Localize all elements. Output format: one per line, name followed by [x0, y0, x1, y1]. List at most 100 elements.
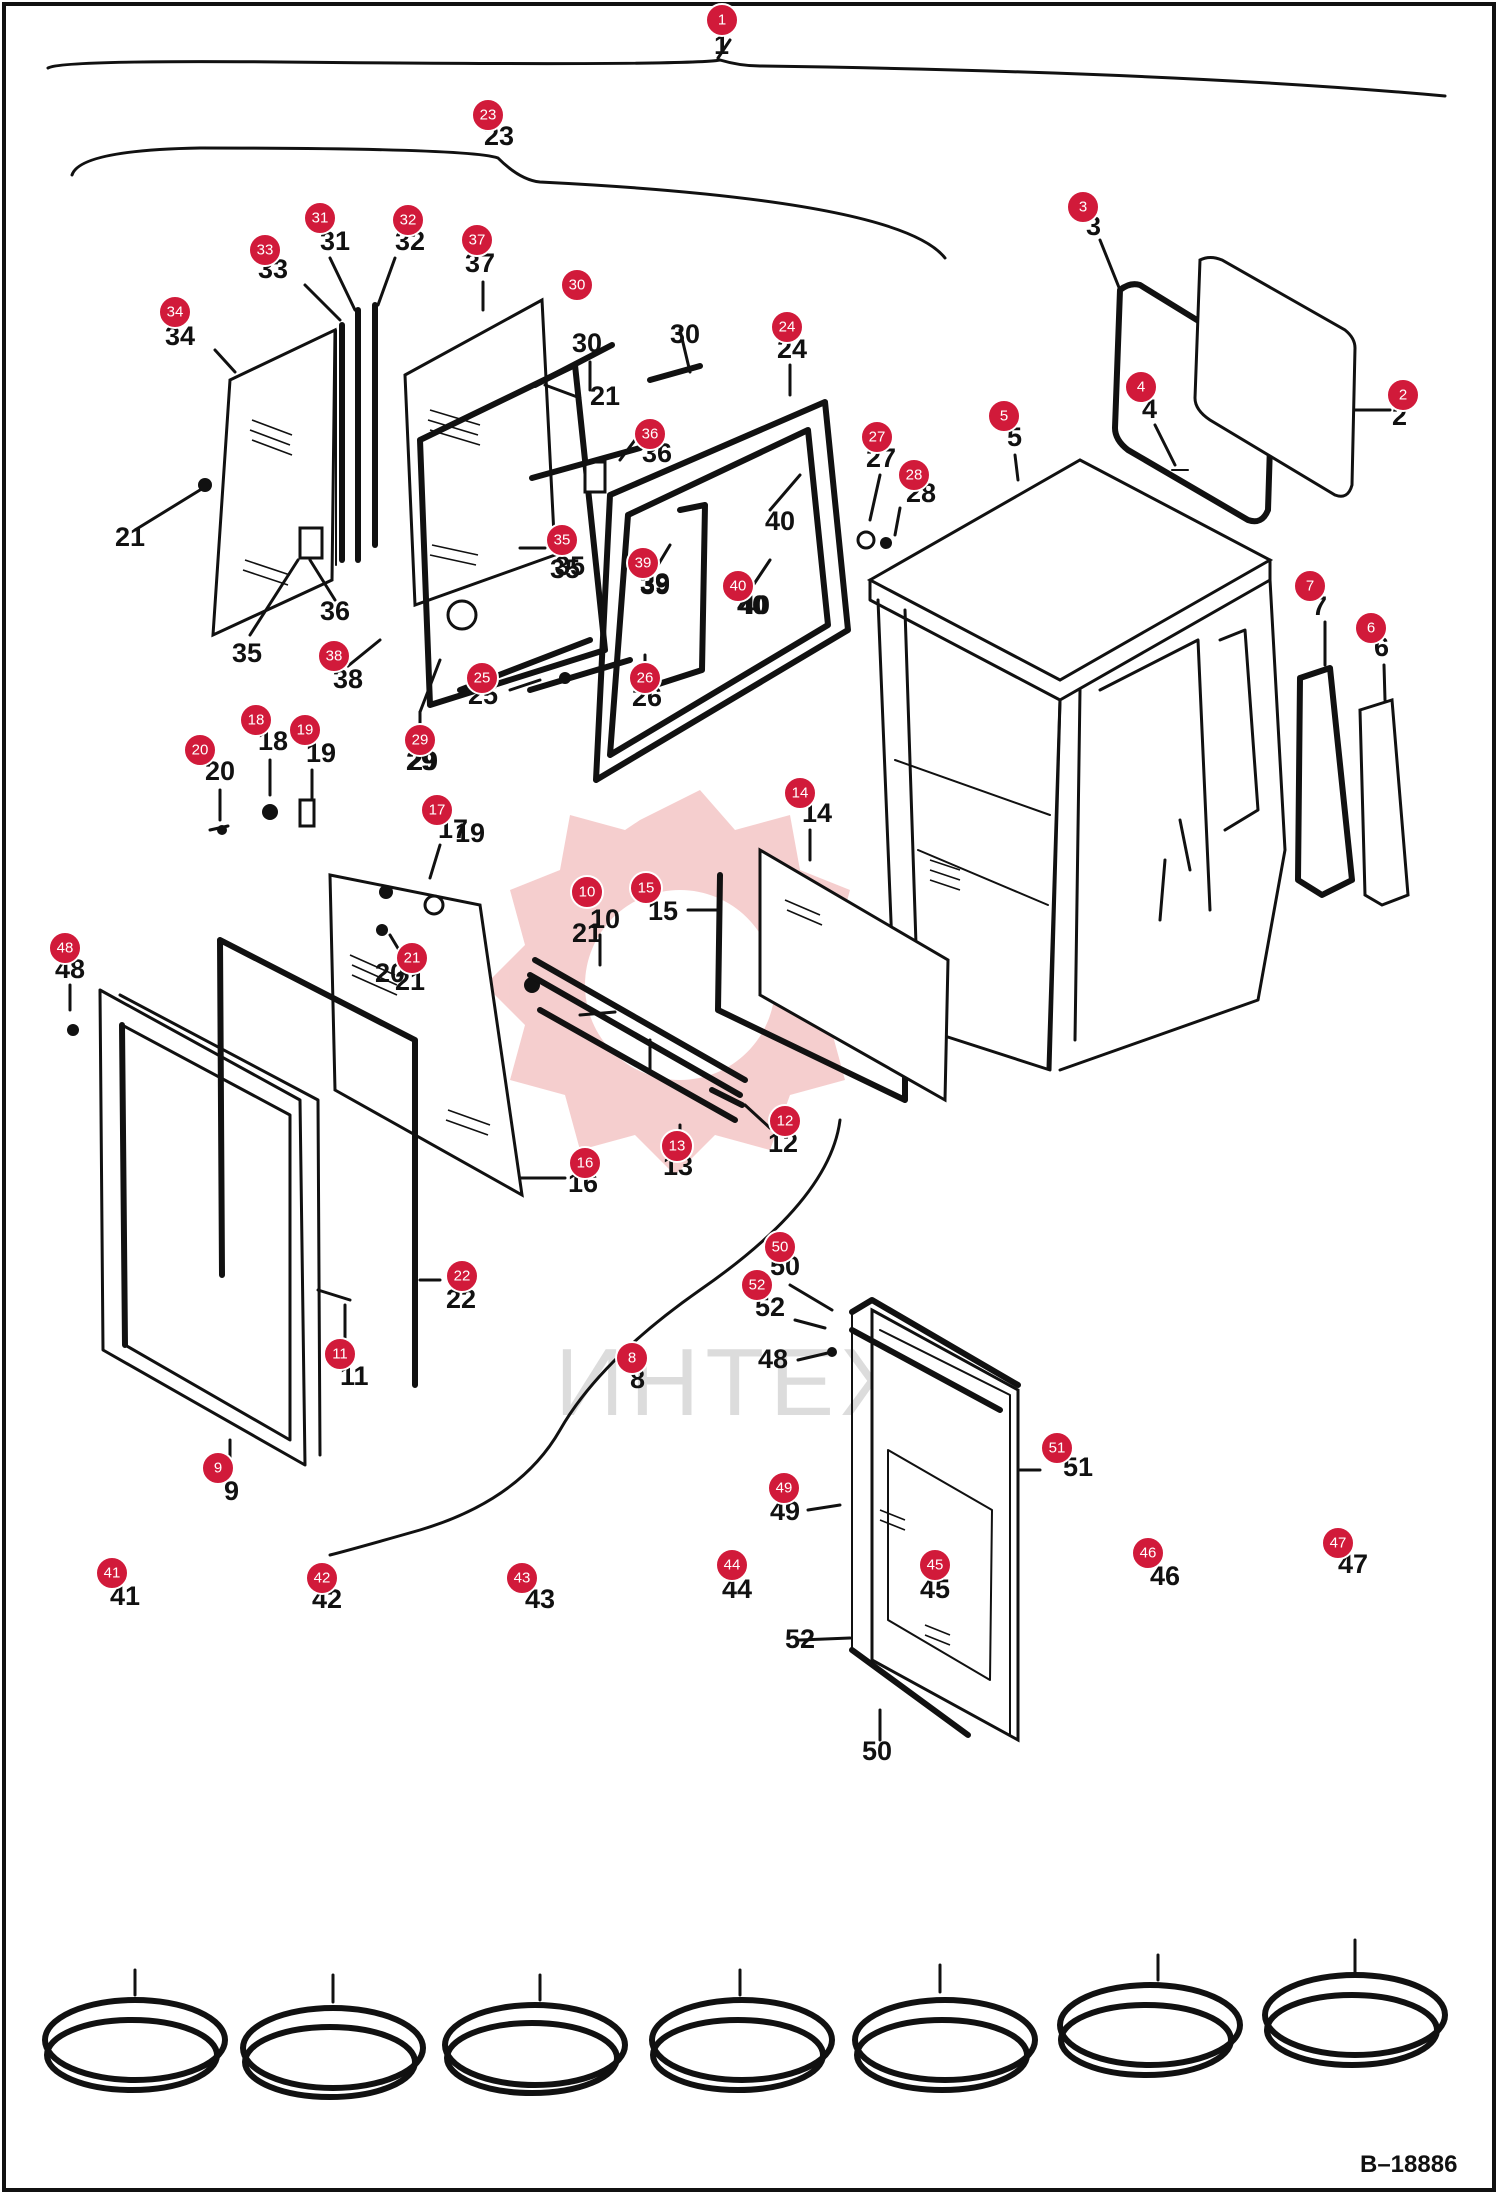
callout-badge-23[interactable]: 23	[471, 98, 505, 132]
callout-badge-circle[interactable]	[1293, 569, 1327, 603]
callout-badge-2[interactable]: 2	[1386, 378, 1420, 412]
callout-badge-circle[interactable]	[918, 1548, 952, 1582]
callout-badge-circle[interactable]	[248, 233, 282, 267]
callout-badge-15[interactable]: 15	[629, 871, 663, 905]
callout-badge-46[interactable]: 46	[1131, 1536, 1165, 1570]
callout-badge-45[interactable]: 45	[918, 1548, 952, 1582]
callout-badge-circle[interactable]	[403, 723, 437, 757]
callout-badge-circle[interactable]	[629, 871, 663, 905]
callout-badge-circle[interactable]	[721, 569, 755, 603]
callout-badge-circle[interactable]	[560, 268, 594, 302]
callout-badge-34[interactable]: 34	[158, 295, 192, 329]
callout-badge-32[interactable]: 32	[391, 203, 425, 237]
callout-badge-9[interactable]: 9	[201, 1451, 235, 1485]
callout-badge-circle[interactable]	[1386, 378, 1420, 412]
callout-badge-37[interactable]: 37	[460, 223, 494, 257]
callout-badge-circle[interactable]	[158, 295, 192, 329]
callout-badge-8[interactable]: 8	[615, 1341, 649, 1375]
callout-badge-36[interactable]: 36	[633, 417, 667, 451]
callout-badge-circle[interactable]	[391, 203, 425, 237]
callout-badge-circle[interactable]	[183, 733, 217, 767]
callout-badge-circle[interactable]	[1131, 1536, 1165, 1570]
callout-badge-38[interactable]: 38	[317, 639, 351, 673]
callout-badge-circle[interactable]	[770, 310, 804, 344]
callout-badge-30[interactable]: 30	[560, 268, 594, 302]
callout-badge-20[interactable]: 20	[183, 733, 217, 767]
callout-badge-circle[interactable]	[897, 458, 931, 492]
callout-badge-7[interactable]: 7	[1293, 569, 1327, 603]
callout-badge-circle[interactable]	[615, 1341, 649, 1375]
callout-badge-circle[interactable]	[633, 417, 667, 451]
callout-badge-circle[interactable]	[715, 1548, 749, 1582]
callout-badge-circle[interactable]	[1040, 1431, 1074, 1465]
callout-badge-circle[interactable]	[987, 399, 1021, 433]
callout-badge-circle[interactable]	[628, 661, 662, 695]
callout-badge-circle[interactable]	[201, 1451, 235, 1485]
callout-badge-16[interactable]: 16	[568, 1146, 602, 1180]
callout-badge-circle[interactable]	[545, 523, 579, 557]
callout-badge-circle[interactable]	[1354, 611, 1388, 645]
callout-badge-11[interactable]: 11	[323, 1337, 357, 1371]
callout-badge-27[interactable]: 27	[860, 420, 894, 454]
callout-badge-49[interactable]: 49	[767, 1471, 801, 1505]
callout-badge-40[interactable]: 40	[721, 569, 755, 603]
callout-badge-33[interactable]: 33	[248, 233, 282, 267]
callout-badge-43[interactable]: 43	[505, 1561, 539, 1595]
callout-badge-circle[interactable]	[95, 1556, 129, 1590]
callout-badge-13[interactable]: 13	[660, 1129, 694, 1163]
callout-badge-48[interactable]: 48	[48, 931, 82, 965]
callout-badge-5[interactable]: 5	[987, 399, 1021, 433]
callout-badge-17[interactable]: 17	[420, 793, 454, 827]
callout-badge-26[interactable]: 26	[628, 661, 662, 695]
callout-badge-circle[interactable]	[1066, 190, 1100, 224]
callout-badge-circle[interactable]	[568, 1146, 602, 1180]
callout-badge-12[interactable]: 12	[768, 1104, 802, 1138]
callout-badge-circle[interactable]	[288, 713, 322, 747]
callout-badge-circle[interactable]	[860, 420, 894, 454]
callout-badge-50[interactable]: 50	[763, 1230, 797, 1264]
callout-badge-29[interactable]: 29	[403, 723, 437, 757]
callout-badge-circle[interactable]	[239, 703, 273, 737]
callout-badge-circle[interactable]	[303, 201, 337, 235]
callout-badge-circle[interactable]	[1124, 370, 1158, 404]
callout-badge-1[interactable]: 1	[705, 3, 739, 37]
callout-badge-41[interactable]: 41	[95, 1556, 129, 1590]
callout-badge-19[interactable]: 19	[288, 713, 322, 747]
callout-badge-circle[interactable]	[465, 661, 499, 695]
callout-badge-circle[interactable]	[505, 1561, 539, 1595]
callout-badge-circle[interactable]	[317, 639, 351, 673]
callout-badge-51[interactable]: 51	[1040, 1431, 1074, 1465]
callout-badge-22[interactable]: 22	[445, 1259, 479, 1293]
callout-badge-circle[interactable]	[420, 793, 454, 827]
callout-badge-31[interactable]: 31	[303, 201, 337, 235]
callout-badge-10[interactable]: 10	[570, 875, 604, 909]
callout-badge-circle[interactable]	[660, 1129, 694, 1163]
callout-badge-circle[interactable]	[323, 1337, 357, 1371]
callout-badge-circle[interactable]	[705, 3, 739, 37]
callout-badge-4[interactable]: 4	[1124, 370, 1158, 404]
callout-badge-18[interactable]: 18	[239, 703, 273, 737]
callout-badge-47[interactable]: 47	[1321, 1526, 1355, 1560]
callout-badge-circle[interactable]	[783, 776, 817, 810]
callout-badge-circle[interactable]	[767, 1471, 801, 1505]
callout-badge-3[interactable]: 3	[1066, 190, 1100, 224]
callout-badge-circle[interactable]	[48, 931, 82, 965]
callout-badge-21[interactable]: 21	[395, 941, 429, 975]
callout-badge-42[interactable]: 42	[305, 1561, 339, 1595]
callout-badge-14[interactable]: 14	[783, 776, 817, 810]
callout-badge-circle[interactable]	[445, 1259, 479, 1293]
callout-badge-circle[interactable]	[1321, 1526, 1355, 1560]
callout-badge-circle[interactable]	[395, 941, 429, 975]
callout-badge-circle[interactable]	[570, 875, 604, 909]
callout-badge-44[interactable]: 44	[715, 1548, 749, 1582]
callout-badge-52[interactable]: 52	[740, 1268, 774, 1302]
callout-badge-35[interactable]: 35	[545, 523, 579, 557]
callout-badge-circle[interactable]	[471, 98, 505, 132]
callout-badge-circle[interactable]	[763, 1230, 797, 1264]
callout-badge-circle[interactable]	[740, 1268, 774, 1302]
callout-badge-28[interactable]: 28	[897, 458, 931, 492]
callout-badge-circle[interactable]	[305, 1561, 339, 1595]
callout-badge-24[interactable]: 24	[770, 310, 804, 344]
callout-badge-circle[interactable]	[460, 223, 494, 257]
callout-badge-25[interactable]: 25	[465, 661, 499, 695]
